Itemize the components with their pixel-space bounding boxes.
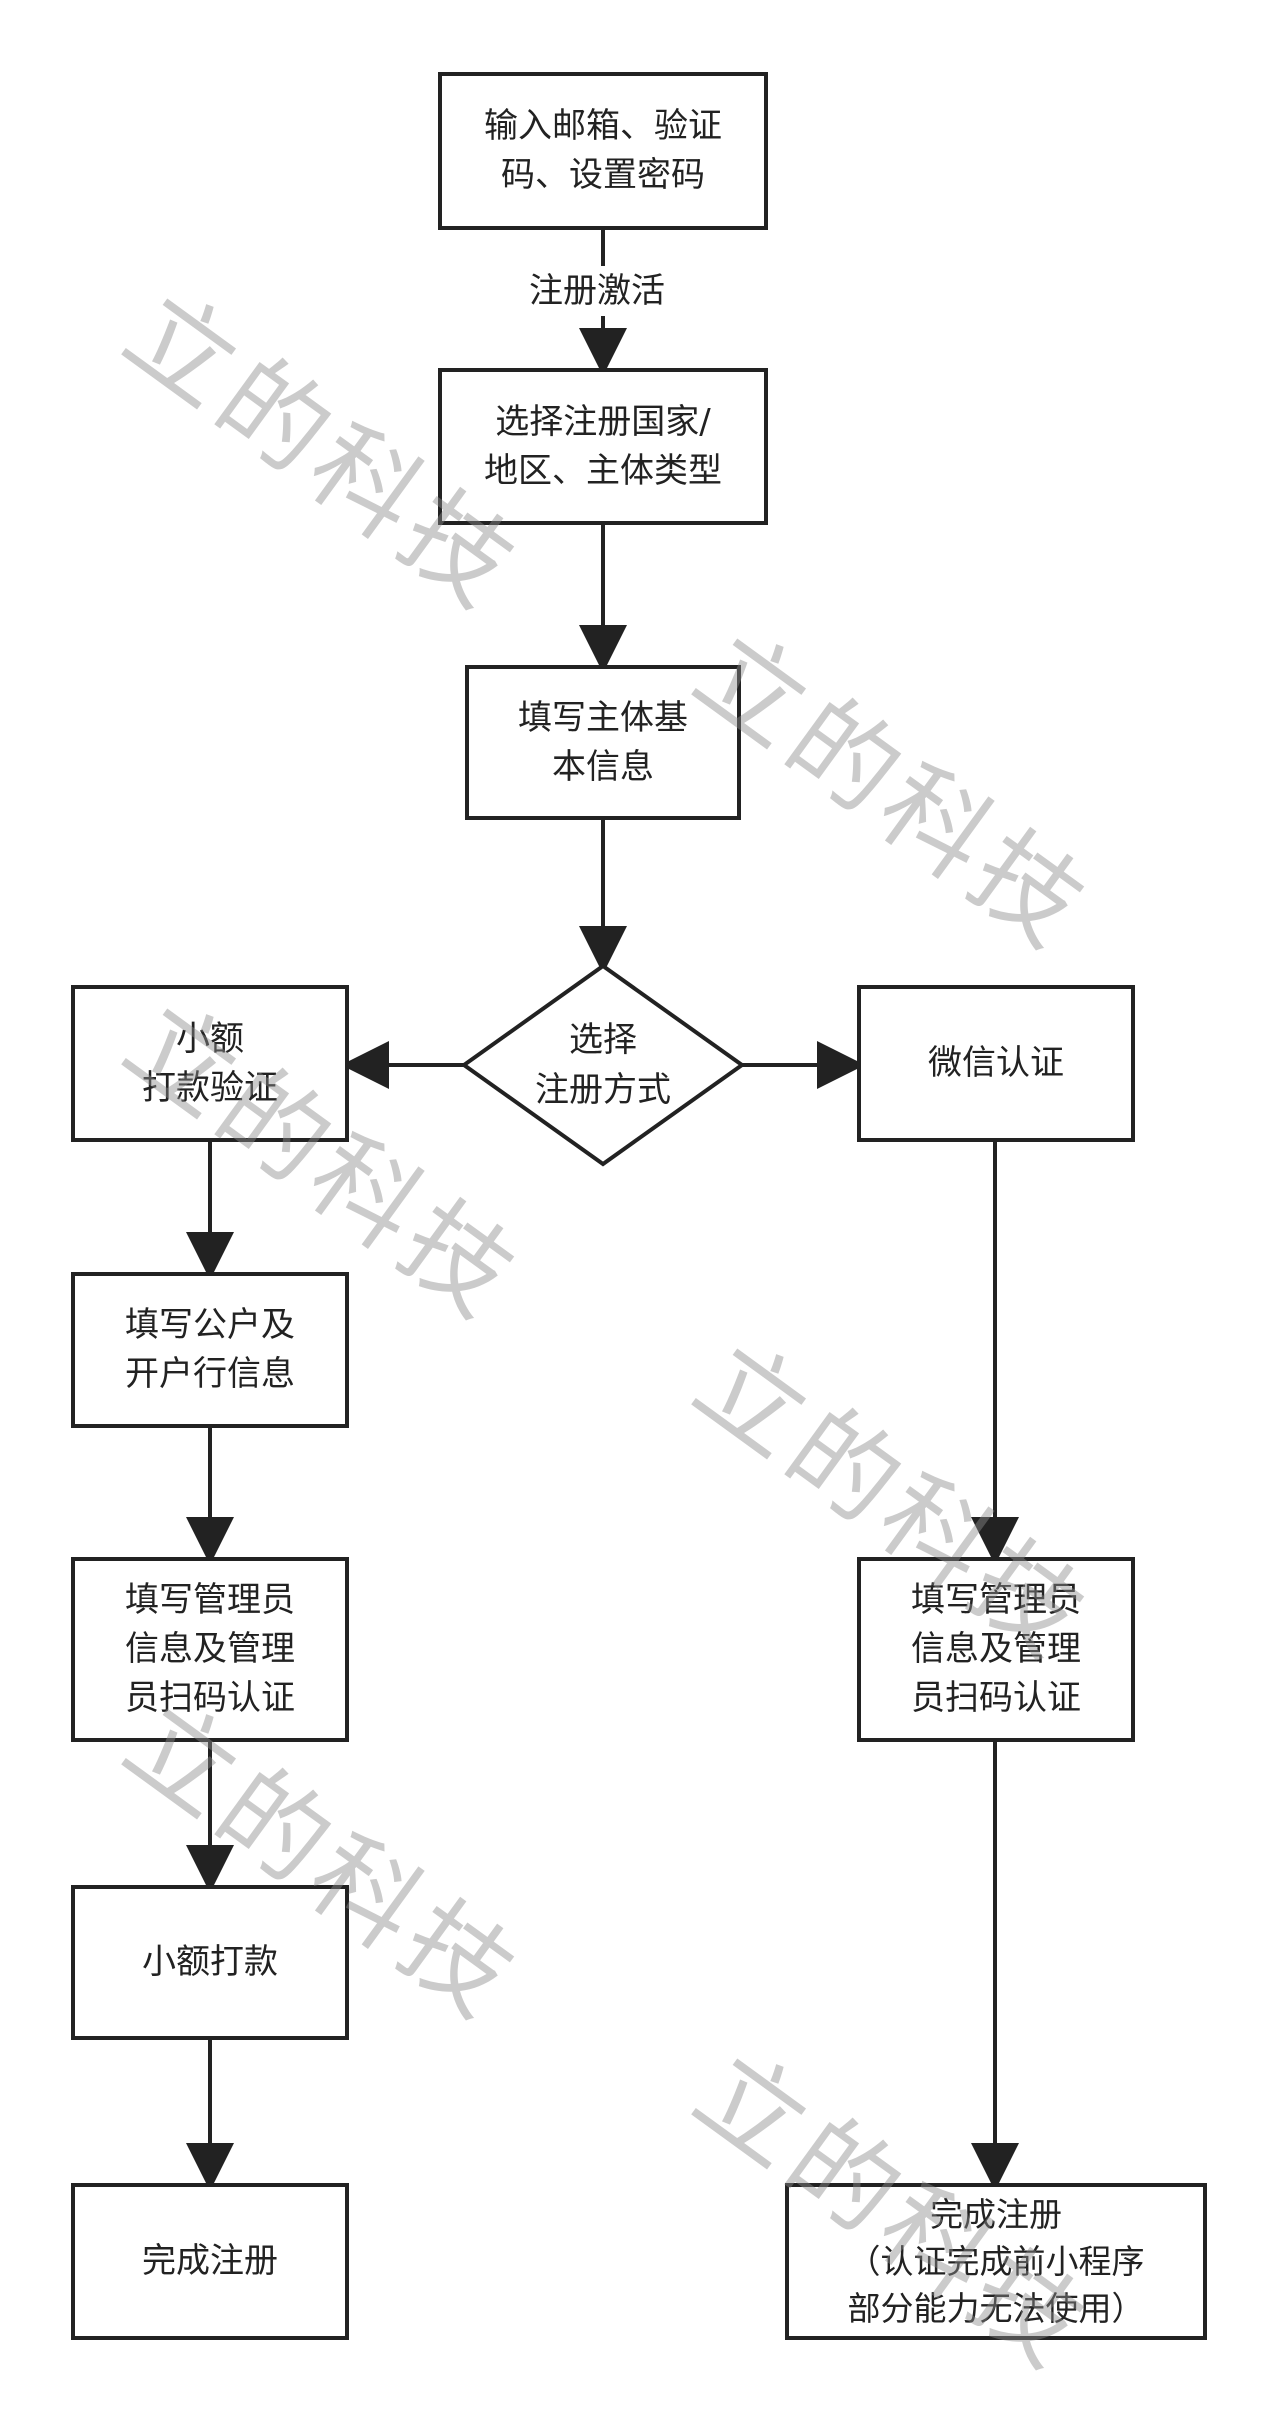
activation-edge-label: 注册激活 (525, 266, 669, 316)
complete-right-node: 完成注册 （认证完成前小程序 部分能力无法使用） (785, 2183, 1207, 2340)
small-payment-verify-node: 小额 打款验证 (71, 985, 349, 1142)
complete-left-node: 完成注册 (71, 2183, 349, 2340)
public-account-node: 填写公户及 开户行信息 (71, 1272, 349, 1428)
basic-info-node: 填写主体基 本信息 (465, 665, 741, 820)
select-country-node: 选择注册国家/ 地区、主体类型 (438, 368, 768, 525)
small-payment-node: 小额打款 (71, 1885, 349, 2040)
wechat-auth-node: 微信认证 (857, 985, 1135, 1142)
admin-info-right-node: 填写管理员 信息及管理 员扫码认证 (857, 1557, 1135, 1742)
registration-method-label: 选择 注册方式 (535, 1020, 671, 1110)
admin-info-left-node: 填写管理员 信息及管理 员扫码认证 (71, 1557, 349, 1742)
input-email-node: 输入邮箱、验证 码、设置密码 (438, 72, 768, 230)
decision-diamond (460, 963, 746, 1167)
